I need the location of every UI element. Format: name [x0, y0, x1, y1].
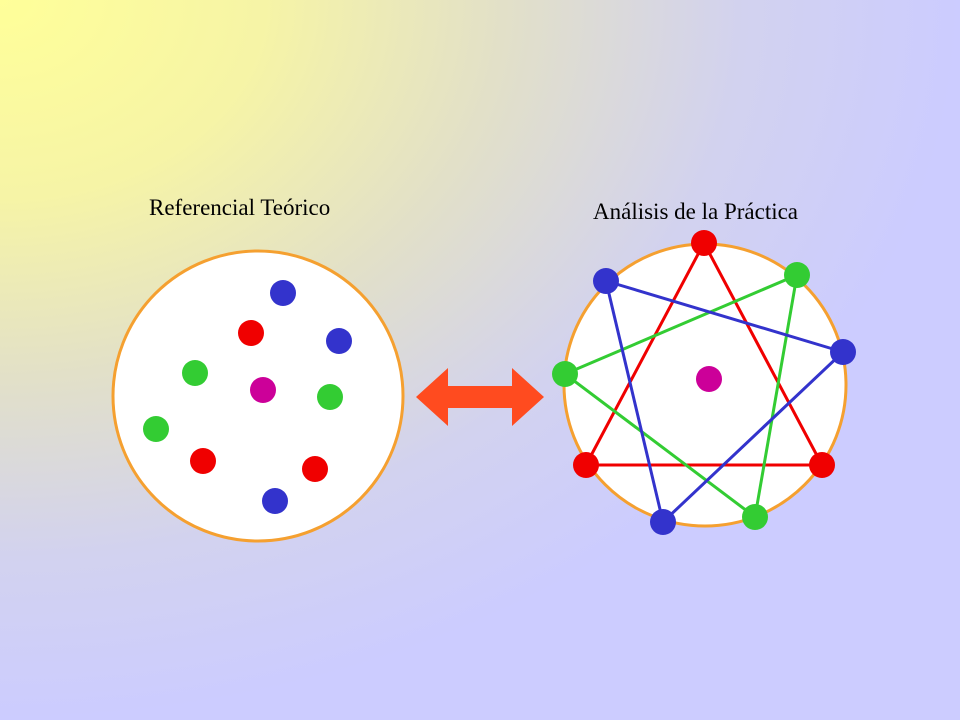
- blue-triangle: [604, 279, 845, 524]
- right-connections: [563, 241, 845, 524]
- star-node-blue: [830, 339, 856, 365]
- star-node-blue: [650, 509, 676, 535]
- star-node-green: [742, 504, 768, 530]
- title-analisis-practica: Análisis de la Práctica: [593, 199, 799, 224]
- star-node-red: [691, 230, 717, 256]
- left-dot-red: [302, 456, 328, 482]
- left-dot-blue: [262, 488, 288, 514]
- right-group: [552, 230, 856, 535]
- right-nodes: [552, 230, 856, 535]
- title-referencial-teorico: Referencial Teórico: [149, 195, 331, 220]
- star-node-red: [573, 452, 599, 478]
- left-dot-red: [238, 320, 264, 346]
- left-dot-green: [182, 360, 208, 386]
- green-triangle: [563, 273, 799, 519]
- left-dot-blue: [270, 280, 296, 306]
- left-dot-blue: [326, 328, 352, 354]
- center-dot: [696, 366, 722, 392]
- left-dot-red: [190, 448, 216, 474]
- star-node-blue: [593, 268, 619, 294]
- double-arrow-icon: [416, 368, 544, 426]
- left-dot-magenta: [250, 377, 276, 403]
- star-node-red: [809, 452, 835, 478]
- left-dot-green: [317, 384, 343, 410]
- left-dot-green: [143, 416, 169, 442]
- star-node-green: [552, 361, 578, 387]
- star-node-green: [784, 262, 810, 288]
- left-dots: [143, 280, 352, 514]
- left-group: [111, 249, 405, 543]
- red-triangle: [584, 241, 824, 467]
